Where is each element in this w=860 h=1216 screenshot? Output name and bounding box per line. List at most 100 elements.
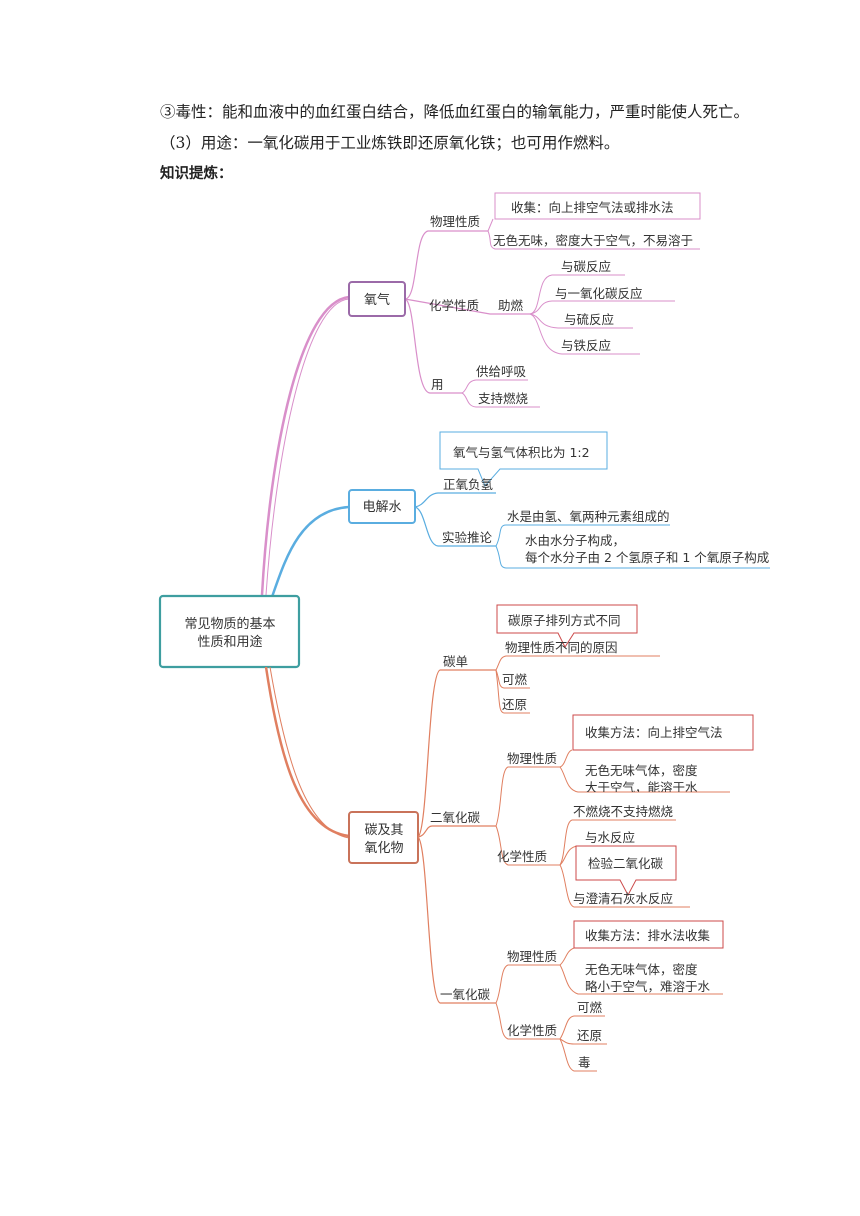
root-node-box — [158, 594, 301, 669]
connector — [265, 298, 350, 596]
oxygen-collect-callout-box — [494, 192, 701, 220]
connector — [529, 300, 675, 315]
co2-physical-desc-group: 无色无味气体，密度 大于空气，能溶于水 — [585, 763, 698, 795]
connector — [461, 379, 528, 394]
oxygen-reaction-item: 与碳反应 — [561, 259, 611, 274]
connector — [461, 392, 540, 408]
co-label: 一氧化碳 — [440, 987, 491, 1002]
co-physical-label: 物理性质 — [507, 949, 557, 964]
oxygen-physical-desc: 无色无味，密度大于空气，不易溶于 — [493, 233, 693, 248]
co-collect-callout-box — [573, 920, 724, 949]
carbon-arrangement-callout: 碳原子排列方式不同 — [508, 613, 621, 628]
co-physical-desc-group: 无色无味气体，密度 略小于空气，难溶于水 — [585, 962, 711, 994]
water-inference-label: 实验推论 — [442, 530, 493, 545]
carbon-node-line: 氧化物 — [364, 841, 403, 856]
connector — [270, 505, 350, 598]
water-inference-item: 每个水分子由 2 个氢原子和 1 个氧原子构成 — [525, 550, 769, 565]
paragraph-toxicity: ③毒性：能和血液中的血红蛋白结合，降低血红蛋白的输氧能力，严重时能使人死亡。 — [160, 103, 750, 121]
connector — [559, 964, 723, 995]
oxygen-reaction-item: 与铁反应 — [561, 338, 611, 353]
water-ratio-callout-box — [439, 431, 608, 487]
oxygen-reaction-item: 与一氧化碳反应 — [555, 286, 643, 301]
connector — [487, 218, 494, 232]
carbon-node-line: 碳及其 — [364, 823, 403, 838]
co2-collect-callout-box — [572, 714, 754, 751]
connector — [495, 655, 660, 671]
section-heading: 知识提炼： — [160, 166, 233, 182]
co-chemical-item: 毒 — [578, 1055, 591, 1070]
connector — [417, 669, 496, 838]
connector — [264, 666, 350, 838]
root-node-line: 常见物质的基本 — [184, 616, 275, 632]
root-node-line: 性质和用途 — [197, 634, 262, 650]
oxygen-chemical-label: 化学性质 — [429, 298, 479, 313]
connector — [529, 313, 640, 355]
oxygen-collect-callout: 收集：向上排空气法或排水法 — [511, 200, 674, 215]
water-inference-item: 水是由氢、氧两种元素组成的 — [507, 509, 670, 524]
co-collect-callout: 收集方法：排水法收集 — [585, 928, 711, 943]
connector — [559, 749, 573, 768]
oxygen-node: 氧气 — [364, 292, 390, 308]
paragraph-uses: （3）用途：一氧化碳用于工业炼铁即还原氧化铁；也可用作燃料。 — [160, 134, 620, 152]
connector — [495, 669, 530, 689]
connector — [559, 1038, 597, 1072]
water-inference-item: 水由水分子构成， — [525, 533, 625, 548]
co2-physical-desc: 无色无味气体，密度 — [585, 763, 698, 778]
oxygen-use-label: 用 — [431, 377, 444, 392]
connector — [404, 298, 530, 315]
root-node: 常见物质的基本 性质和用途 — [158, 594, 301, 669]
connector — [269, 666, 350, 839]
co2-physical-desc: 大于空气，能溶于水 — [585, 780, 698, 795]
connector — [495, 1002, 560, 1040]
connector — [417, 825, 496, 838]
co-chemical-label: 化学性质 — [507, 1023, 557, 1038]
carbon-arrangement-callout-box — [496, 604, 638, 649]
connector — [495, 825, 560, 866]
water-node-box — [348, 489, 416, 524]
connector — [559, 864, 690, 908]
oxygen-physical-label: 物理性质 — [430, 214, 480, 229]
carbon-element-item: 可燃 — [502, 672, 528, 687]
co-physical-desc: 无色无味气体，密度 — [585, 962, 698, 977]
co2-chemical-item: 不燃烧不支持燃烧 — [573, 804, 674, 819]
connector — [529, 313, 633, 329]
oxygen-use-item: 供给呼吸 — [476, 364, 527, 379]
co2-chemical-item: 与澄清石灰水反应 — [573, 891, 673, 906]
connector — [495, 524, 670, 547]
connector — [487, 230, 700, 250]
connector — [559, 947, 575, 966]
oxygen-branch: 氧气 物理性质 收集：向上排空气法或排水法 无色无味，密度大于空气，不易溶于 化… — [260, 192, 701, 596]
connector — [495, 669, 530, 714]
co2-chemical-label: 化学性质 — [497, 849, 547, 864]
water-branch: 氧气与氢气体积比为 1:2 电解水 正氧负氢 实验推论 水是由氢、氧两种元素组成… — [270, 431, 770, 598]
oxygen-node-box — [348, 281, 406, 317]
co2-test-callout: 检验二氧化碳 — [588, 856, 664, 871]
connector — [417, 836, 496, 1004]
connector — [559, 1038, 607, 1045]
connector — [559, 766, 730, 793]
carbon-element-label: 碳单 — [443, 654, 468, 669]
co2-test-callout-box — [575, 845, 677, 897]
connector — [495, 545, 770, 569]
oxygen-use-item: 支持燃烧 — [478, 391, 529, 406]
connector — [495, 766, 560, 827]
co2-physical-label: 物理性质 — [507, 751, 557, 766]
connector — [414, 492, 496, 508]
connector — [559, 1015, 605, 1040]
water-node: 电解水 — [362, 500, 401, 515]
connector — [529, 274, 625, 315]
co2-chemical-item: 与水反应 — [585, 830, 635, 845]
co2-label: 二氧化碳 — [430, 810, 481, 825]
water-ratio-callout: 氧气与氢气体积比为 1:2 — [453, 445, 590, 460]
water-positive-negative: 正氧负氢 — [443, 477, 494, 492]
connector — [495, 964, 560, 1004]
co-chemical-item: 可燃 — [577, 1000, 603, 1015]
oxygen-combust-label: 助燃 — [498, 298, 524, 313]
connector — [404, 298, 462, 394]
connector — [414, 506, 496, 547]
carbon-element-item: 还原 — [502, 697, 527, 712]
co-chemical-item: 还原 — [577, 1028, 602, 1043]
co-physical-desc: 略小于空气，难溶于水 — [585, 979, 711, 994]
connector — [559, 819, 676, 866]
